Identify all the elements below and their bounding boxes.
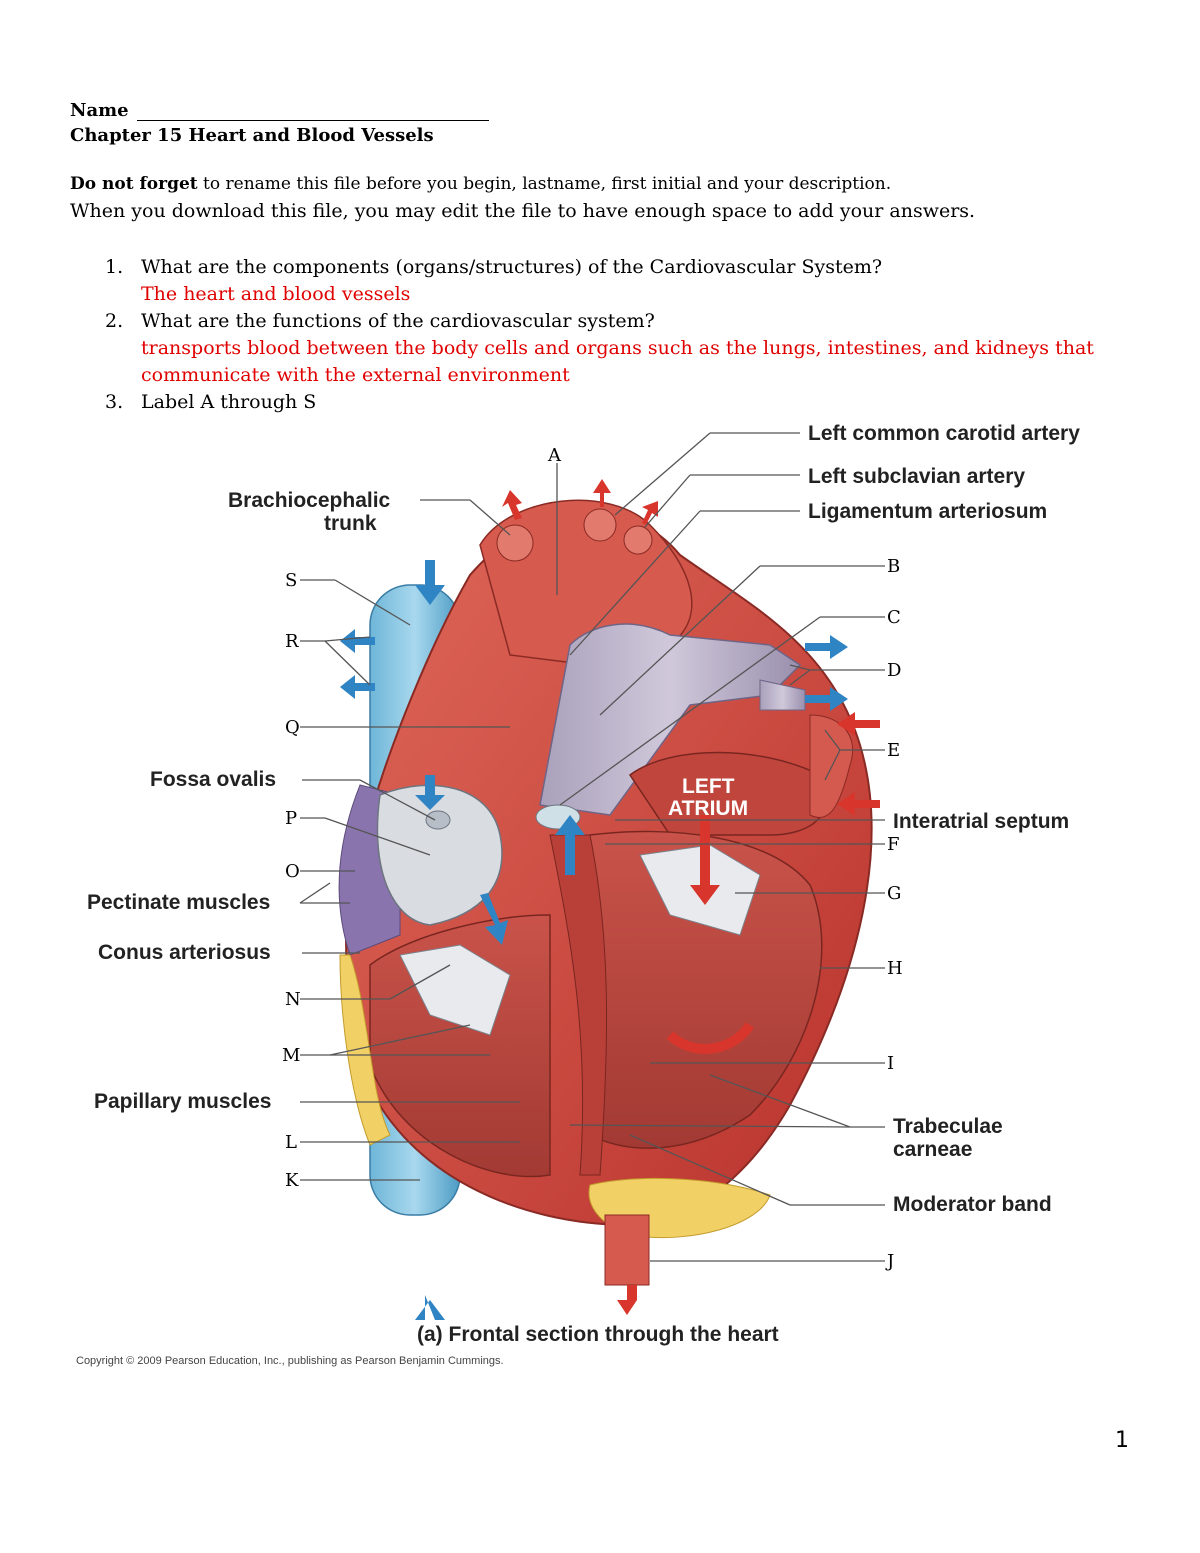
heart-diagram: A B C D E F G H I J K L M N O P Q R S Le… [70, 415, 1140, 1375]
interventricular-septum [549, 834, 608, 1176]
label-moderator: Moderator band [893, 1193, 1052, 1216]
label-pectinate: Pectinate muscles [87, 891, 270, 914]
label-L: L [285, 1132, 297, 1153]
flow-arrow-up-ivc [415, 1295, 445, 1320]
name-field[interactable]: Name [70, 100, 489, 121]
flow-arrow-pulm-right [805, 635, 848, 659]
tricuspid-valve [399, 944, 511, 1036]
label-brachiocephalic-2: trunk [324, 512, 377, 535]
label-left-common-carotid: Left common carotid artery [808, 422, 1080, 445]
figure-caption: (a) Frontal section through the heart [417, 1323, 779, 1346]
flow-arrow-pulm-right-2 [805, 687, 848, 711]
question-number: 3. [105, 391, 124, 413]
flow-arrow-ra [415, 775, 445, 810]
pulmonary-artery-branch [759, 679, 806, 711]
label-trabeculae-2: carneae [893, 1138, 972, 1161]
label-fossa-ovalis: Fossa ovalis [150, 768, 276, 791]
subclavian-opening [623, 525, 653, 555]
flow-arrow-r-pulm-left-2 [340, 675, 375, 699]
rename-notice: Do not forget to rename this file before… [70, 174, 891, 194]
label-papillary: Papillary muscles [94, 1090, 271, 1113]
notice-text: to rename this file before you begin, la… [197, 174, 892, 194]
descending-aorta [604, 1214, 650, 1286]
label-interatrial: Interatrial septum [893, 810, 1069, 833]
fossa-ovalis-shape [425, 810, 451, 830]
carotid-opening [583, 508, 617, 542]
label-I: I [887, 1053, 894, 1074]
label-A: A [547, 445, 562, 466]
label-left-atrium-1: LEFT [682, 775, 735, 798]
question-number: 1. [105, 256, 124, 278]
flow-arrow-r-pulm-left [340, 629, 375, 653]
flow-arrow-down-svc [415, 560, 445, 605]
flow-arrow-subclavian-up [642, 501, 658, 525]
brachiocephalic-opening [496, 524, 534, 562]
question-text: What are the components (organs/structur… [141, 256, 883, 278]
label-E: E [887, 740, 900, 761]
question-number: 2. [105, 310, 124, 332]
download-note: When you download this file, you may edi… [70, 200, 976, 222]
flow-arrow-la [690, 815, 720, 905]
label-H: H [887, 958, 903, 979]
label-conus: Conus arteriosus [98, 941, 271, 964]
question-text: What are the functions of the cardiovasc… [141, 310, 655, 332]
label-N: N [285, 989, 301, 1010]
page-number: 1 [1115, 1428, 1129, 1453]
flow-arrow-rv [480, 893, 508, 945]
label-K: K [285, 1170, 299, 1191]
label-left-subclavian: Left subclavian artery [808, 465, 1025, 488]
flow-arrow-aorta-out [617, 1285, 637, 1315]
label-brachiocephalic-1: Brachiocephalic [228, 489, 391, 512]
leader-lines [299, 432, 885, 1262]
label-O: O [285, 861, 300, 882]
label-S: S [285, 570, 297, 591]
left-ventricle [589, 830, 823, 1149]
label-R: R [285, 631, 299, 652]
question-2: 2. What are the functions of the cardiov… [105, 308, 1105, 335]
chapter-title: Chapter 15 Heart and Blood Vessels [70, 125, 434, 146]
label-P: P [285, 808, 297, 829]
figure-copyright: Copyright © 2009 Pearson Education, Inc.… [76, 1355, 504, 1367]
label-C: C [887, 607, 901, 628]
label-Q: Q [285, 717, 300, 738]
flow-arrow-pulm [555, 815, 585, 875]
label-left-atrium-2: ATRIUM [668, 797, 748, 820]
fat-left [339, 954, 391, 1146]
question-1: 1. What are the components (organs/struc… [105, 254, 1105, 281]
label-B: B [887, 556, 900, 577]
flow-arrow-aorta-up [502, 490, 522, 520]
flow-arrow-vein-in [837, 712, 880, 736]
notice-bold: Do not forget [70, 174, 198, 194]
label-G: G [887, 883, 901, 904]
name-label: Name [70, 100, 129, 121]
label-trabeculae-1: Trabeculae [893, 1115, 1003, 1138]
answer-2[interactable]: transports blood between the body cells … [141, 337, 1094, 386]
label-ligamentum: Ligamentum arteriosum [808, 500, 1047, 523]
question-list: 1. What are the components (organs/struc… [105, 254, 1105, 416]
label-D: D [887, 660, 901, 681]
label-F: F [887, 834, 900, 855]
question-text: Label A through S [141, 391, 317, 413]
flow-arrow-carotid-up [593, 479, 611, 507]
flow-arrow-vein-in-2 [837, 792, 880, 816]
heart-illustration: A B C D E F G H I J K L M N O P Q R S Le… [76, 422, 1080, 1367]
answer-1[interactable]: The heart and blood vessels [141, 283, 411, 305]
flow-arrow-lv [666, 1021, 755, 1054]
question-3: 3. Label A through S [105, 389, 1105, 416]
label-J: J [885, 1251, 894, 1272]
name-blank-line[interactable] [136, 104, 489, 121]
label-M: M [282, 1045, 300, 1066]
